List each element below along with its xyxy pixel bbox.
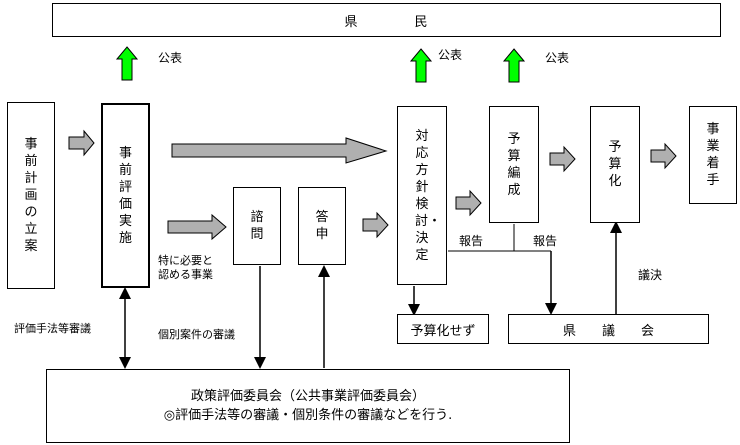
step-budget: 予算編成 <box>489 106 539 223</box>
publish-arrow-2 <box>409 48 433 83</box>
publish-arrow-3 <box>502 48 526 83</box>
step-pre-eval-label: 事前評価実施 <box>118 145 132 246</box>
step-consult-label: 諮問 <box>250 210 264 242</box>
label-special: 特に必要と <box>158 254 213 267</box>
assembly-box: 県 議 会 <box>508 314 709 344</box>
step-plan-label: 事前計画の立案 <box>24 137 38 254</box>
assembly-label: 県 議 会 <box>562 323 654 339</box>
label-special-2: 認める事業 <box>158 268 213 281</box>
label-method-review: 評価手法等審議 <box>14 322 91 335</box>
step-start-label: 事業着手 <box>706 122 720 188</box>
citizens-label: 県 民 <box>344 14 429 30</box>
flow-arrow-plan-to-eval <box>68 129 95 157</box>
no-budget-label: 予算化せず <box>410 323 476 339</box>
step-budgeted: 予算化 <box>590 106 640 223</box>
citizens-box: 県 民 <box>52 3 721 37</box>
flow-arrow-report-to-decide <box>362 211 389 239</box>
flow-arrow-eval-to-consult <box>167 213 227 241</box>
label-report-1: 報告 <box>459 234 484 248</box>
step-plan: 事前計画の立案 <box>7 102 55 289</box>
step-decide: 対応方針検討・決定 <box>397 106 447 285</box>
step-report: 答申 <box>298 187 346 265</box>
no-budget-box: 予算化せず <box>397 314 489 344</box>
committee-box: 政策評価委員会（公共事業評価委員会） ◎評価手法等の審議・個別条件の審議などを行… <box>46 369 570 443</box>
flow-arrow-eval-to-decide <box>171 137 388 164</box>
label-case-review: 個別案件の審議 <box>158 328 235 341</box>
publish-label-1: 公表 <box>158 51 183 65</box>
publish-label-3: 公表 <box>545 51 570 65</box>
flow-arrow-budgeted-to-start <box>650 142 677 170</box>
flow-arrow-decide-to-budget <box>455 189 482 217</box>
step-consult: 諮問 <box>233 187 281 265</box>
label-report-2: 報告 <box>533 234 558 248</box>
step-budgeted-label: 予算化 <box>608 140 622 189</box>
publish-arrow-1 <box>115 46 139 81</box>
label-resolution: 議決 <box>638 268 663 282</box>
step-pre-eval: 事前評価実施 <box>101 103 150 288</box>
committee-desc: ◎評価手法等の審議・個別条件の審議などを行う. <box>163 408 453 423</box>
step-report-label: 答申 <box>315 210 329 242</box>
step-start: 事業着手 <box>689 106 737 204</box>
committee-title: 政策評価委員会（公共事業評価委員会） <box>190 389 425 404</box>
publish-label-2: 公表 <box>438 48 463 62</box>
step-budget-label: 予算編成 <box>507 131 521 198</box>
flow-arrow-budget-to-budgeted <box>549 145 576 173</box>
step-decide-label: 対応方針検討・決定 <box>415 128 442 263</box>
